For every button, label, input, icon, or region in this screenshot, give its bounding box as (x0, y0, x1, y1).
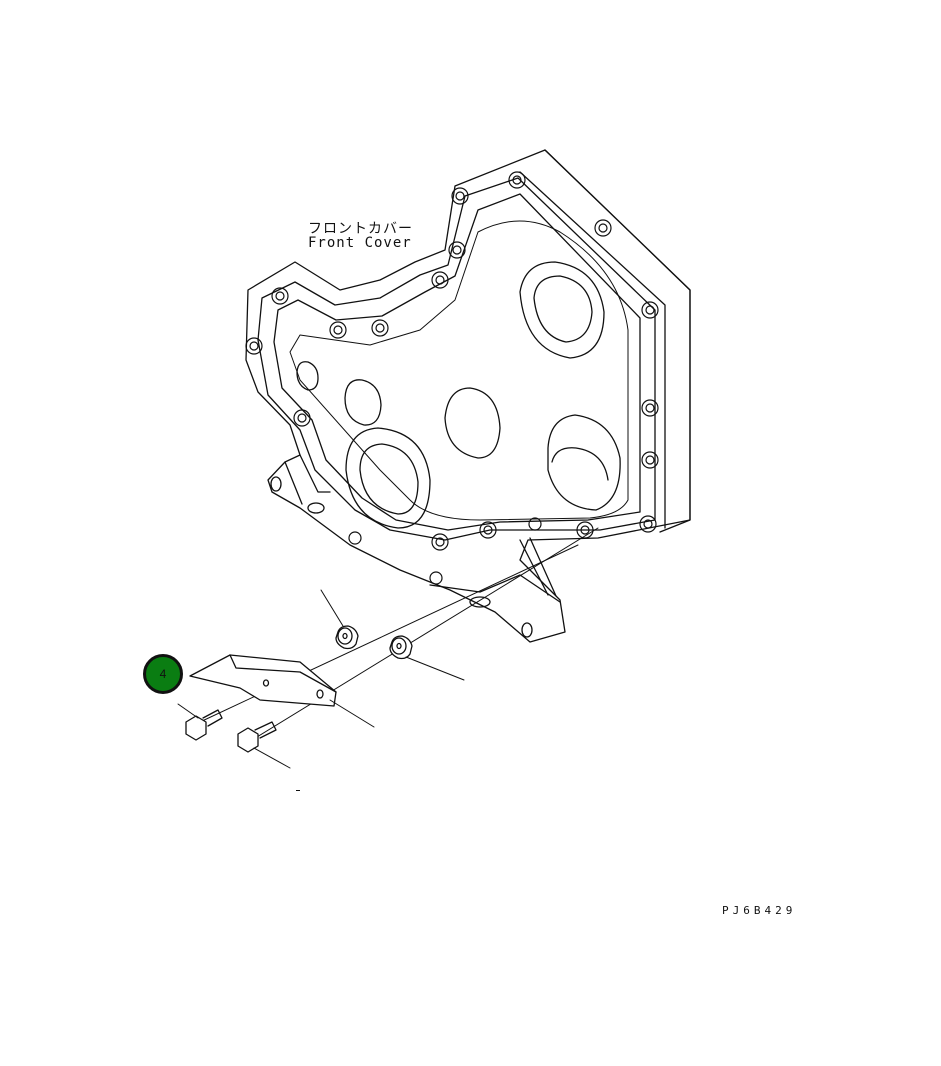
leader-stub (296, 790, 300, 791)
front-cover-label-jp: フロントカバー (308, 221, 413, 237)
bracket (189, 654, 337, 707)
spacer-lower (389, 635, 413, 660)
bolt-bosses (245, 171, 659, 585)
bolt-upper (185, 709, 223, 741)
leader-lines (177, 589, 465, 769)
spacer-upper (335, 625, 359, 650)
front-cover-label-en: Front Cover (308, 235, 412, 251)
callout-4[interactable]: 4 (143, 654, 183, 694)
drawing-code: PJ6B429 (722, 904, 797, 917)
bolt-lower (237, 721, 277, 753)
assembly-lines (199, 527, 599, 741)
front-cover (245, 149, 691, 643)
